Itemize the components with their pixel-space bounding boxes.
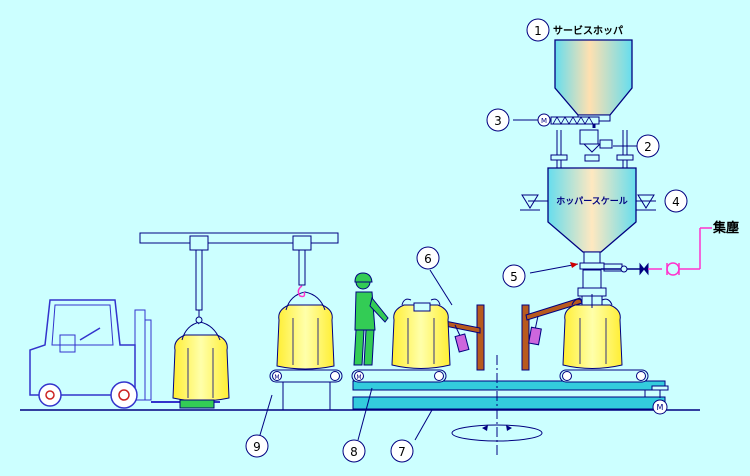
roller-conveyor-pickup: M <box>269 369 343 410</box>
callout-2: 2 <box>636 134 660 158</box>
overhead-hoist-rail <box>139 232 339 325</box>
hoist-hook-icon <box>297 285 306 298</box>
svg-text:3: 3 <box>494 114 502 128</box>
callout-5: 5 <box>502 264 526 288</box>
svg-text:M: M <box>274 374 279 381</box>
callout-3: 3 <box>486 108 510 132</box>
dust-damper-icon <box>666 262 680 276</box>
forklift <box>29 299 220 409</box>
motor-label: M <box>541 117 547 125</box>
bulk-bag-filling <box>562 294 623 369</box>
filling-spout <box>577 263 623 307</box>
dust-collection-label: 集塵 <box>712 220 739 236</box>
front-wheel-icon <box>110 381 138 409</box>
callout-1: 1 <box>526 18 550 42</box>
svg-text:5: 5 <box>510 270 518 284</box>
svg-text:M: M <box>356 374 361 381</box>
svg-text:2: 2 <box>644 140 652 154</box>
bulk-bag-middle <box>391 298 451 369</box>
dust-collection-line <box>601 227 712 276</box>
svg-text:7: 7 <box>398 445 406 459</box>
worker <box>353 272 389 366</box>
load-cell-left <box>521 194 539 209</box>
callout-4: 4 <box>664 189 688 213</box>
dust-valve-icon <box>639 262 649 276</box>
turntable-motor: M <box>651 385 669 415</box>
bag-holder-right <box>521 297 583 371</box>
discharge-valve <box>582 139 613 162</box>
pallet <box>179 399 215 409</box>
screw-feeder: M <box>537 113 600 145</box>
callout-6: 6 <box>416 246 440 270</box>
service-hopper-label: サービスホッパ <box>553 24 623 37</box>
roller-conveyor-middle: M <box>351 369 447 383</box>
svg-text:4: 4 <box>672 195 680 209</box>
callout-9: 9 <box>245 434 269 458</box>
callout-7: 7 <box>390 439 414 463</box>
callout-8: 8 <box>342 439 366 463</box>
support-frame <box>550 130 634 168</box>
weigh-conveyor-table <box>352 380 666 410</box>
load-cell-right <box>637 194 655 209</box>
callout-leaders <box>259 119 638 441</box>
svg-text:9: 9 <box>253 440 261 454</box>
service-hopper <box>554 39 633 128</box>
spout-pointer-icon <box>570 262 578 268</box>
rear-wheel-icon <box>38 383 62 407</box>
bulk-bag-pickup <box>276 291 335 370</box>
svg-text:1: 1 <box>534 24 542 38</box>
svg-text:8: 8 <box>350 445 358 459</box>
hopper-scale-label: ホッパースケール <box>556 195 628 207</box>
svg-text:6: 6 <box>424 252 432 266</box>
bulk-bag-forklift <box>172 321 230 402</box>
roller-conveyor-filling <box>559 369 649 383</box>
rotation-axis <box>451 355 543 455</box>
svg-text:M: M <box>657 403 664 412</box>
hopper-scale <box>520 167 656 270</box>
